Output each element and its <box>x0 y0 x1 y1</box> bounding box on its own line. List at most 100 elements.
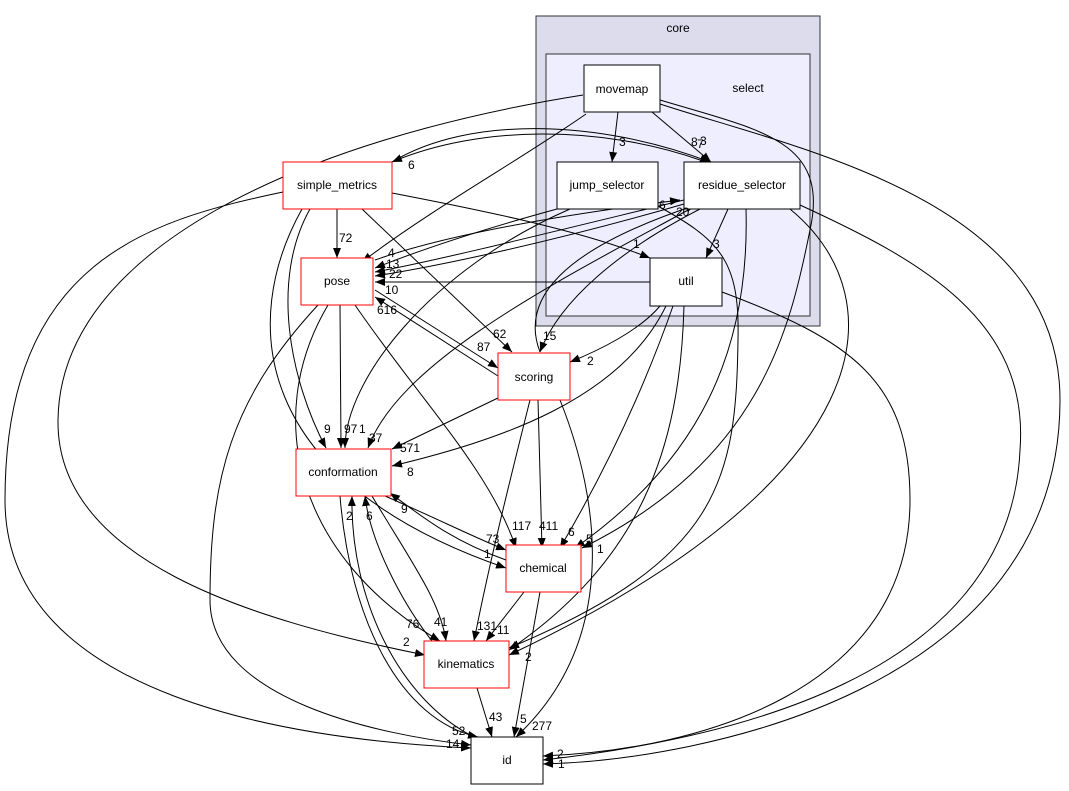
edge-label: 2 <box>403 635 410 649</box>
edge-pose-scoring <box>374 289 499 369</box>
edge-label: 7 <box>697 137 704 151</box>
node-scoring-label: scoring <box>515 370 554 384</box>
edge-label: 72 <box>339 231 353 245</box>
edge-label: 76 <box>406 617 420 631</box>
edge-util-scoring <box>569 305 661 363</box>
edge-label: 6 <box>366 509 373 523</box>
edge-util-id <box>542 291 911 760</box>
edge-label: 571 <box>400 441 420 455</box>
node-util[interactable]: util <box>649 257 723 307</box>
cluster-core-label: core <box>666 21 690 35</box>
edge-jump_selector-kinematics <box>508 204 739 649</box>
node-conformation[interactable]: conformation <box>295 448 392 497</box>
node-residue_selector[interactable]: residue_selector <box>683 161 801 210</box>
edge-label: 3 <box>619 135 626 149</box>
edge-residue_selector-conformation <box>367 208 691 449</box>
edge-scoring-kinematics <box>472 399 531 642</box>
edge-movemap-chemical <box>581 99 814 549</box>
edge-label: 2 <box>346 509 353 523</box>
edge-chemical-conformation <box>389 492 507 561</box>
edge-simple_metrics-util <box>391 192 651 259</box>
edge-label: 10 <box>385 283 399 297</box>
edge-id-conformation <box>347 495 475 738</box>
node-util-label: util <box>678 274 693 288</box>
edge-util-kinematics <box>508 305 685 651</box>
edge-conformation-id <box>339 495 479 739</box>
edge-simple_metrics-scoring <box>361 208 513 353</box>
edge-labels: 3 8 7 3 6 72 4 13 22 10 616 1 3 6 20 62 … <box>324 134 720 771</box>
edge-scoring-id <box>515 399 593 738</box>
edge-label: 6 <box>568 525 575 539</box>
edge-label: 1 <box>558 757 565 771</box>
edge-label: 277 <box>532 719 552 733</box>
edge-label: 97 <box>344 422 358 436</box>
edge-label: 5 <box>586 532 593 546</box>
edge-util-chemical <box>559 305 674 549</box>
edge-label: 6 <box>659 198 666 212</box>
node-simple_metrics[interactable]: simple_metrics <box>282 161 393 210</box>
node-jump_selector-label: jump_selector <box>569 178 645 192</box>
node-chemical[interactable]: chemical <box>505 544 582 593</box>
edge-label: 5 <box>520 712 527 726</box>
node-movemap-label: movemap <box>596 82 649 96</box>
edge-label: 9 <box>324 422 331 436</box>
edge-residue_selector-kinematics <box>508 208 849 656</box>
edge-label: 52 <box>452 724 466 738</box>
edge-residue_selector-chemical <box>574 208 747 549</box>
node-scoring[interactable]: scoring <box>497 352 571 401</box>
node-kinematics-label: kinematics <box>438 657 495 671</box>
edge-label: 87 <box>477 340 491 354</box>
edge-label: 2 <box>557 747 564 761</box>
edge-conformation-chemical <box>384 495 507 551</box>
edge-simple_metrics-residue_selector <box>391 128 711 163</box>
edge-scoring-residue_selector <box>534 204 697 353</box>
node-conformation-label: conformation <box>308 465 377 479</box>
edge-label: 13 <box>386 257 400 271</box>
edge-jump_selector-pose <box>374 208 558 269</box>
edge-residue_selector-pose-a <box>374 199 685 275</box>
cluster-select-label: select <box>732 81 764 95</box>
edge-residue_selector-scoring <box>539 208 701 353</box>
edge-residue_selector-simple_metrics <box>391 133 701 163</box>
edge-kinematics-id <box>476 687 493 738</box>
edge-label: 41 <box>434 615 448 629</box>
edge-util-conformation <box>391 305 667 468</box>
edges <box>4 94 1061 768</box>
edge-label: 117 <box>512 519 531 533</box>
edge-label: 1 <box>597 542 604 556</box>
edge-scoring-conformation <box>391 396 501 450</box>
edge-pose-chemical <box>354 304 517 549</box>
edge-label: 1 <box>484 547 491 561</box>
edge-label: 411 <box>539 519 558 533</box>
node-chemical-label: chemical <box>519 561 566 575</box>
edge-jump_selector-conformation <box>341 208 571 449</box>
edge-chemical-id <box>511 591 541 738</box>
node-pose[interactable]: pose <box>300 257 374 306</box>
edge-movemap-pose <box>361 113 587 263</box>
node-id[interactable]: id <box>470 736 544 785</box>
edge-label: 15 <box>543 329 557 343</box>
edge-label: 3 <box>713 237 720 251</box>
edge-pose-id <box>209 304 472 748</box>
edge-label: 1 <box>633 237 640 251</box>
node-simple_metrics-label: simple_metrics <box>297 178 377 192</box>
edge-label: 616 <box>377 303 397 317</box>
edge-simple_metrics-conformation <box>287 208 327 449</box>
edge-label: 2 <box>587 354 594 368</box>
edge-label: 22 <box>389 267 403 281</box>
edge-label: 9 <box>401 502 408 516</box>
node-movemap[interactable]: movemap <box>583 64 661 113</box>
edge-movemap-kinematics <box>57 94 584 657</box>
node-kinematics[interactable]: kinematics <box>423 640 510 689</box>
node-jump_selector[interactable]: jump_selector <box>556 161 659 210</box>
edge-label: 37 <box>369 431 383 445</box>
edge-pose-conformation <box>336 304 345 449</box>
edge-movemap-jump_selector <box>609 111 619 163</box>
edge-simple_metrics-id <box>4 191 472 752</box>
edge-scoring-pose <box>374 296 499 377</box>
edge-label: 131 <box>477 619 497 633</box>
node-pose-label: pose <box>324 274 350 288</box>
edge-label: 43 <box>489 710 503 724</box>
edge-chemical-kinematics <box>485 591 525 642</box>
